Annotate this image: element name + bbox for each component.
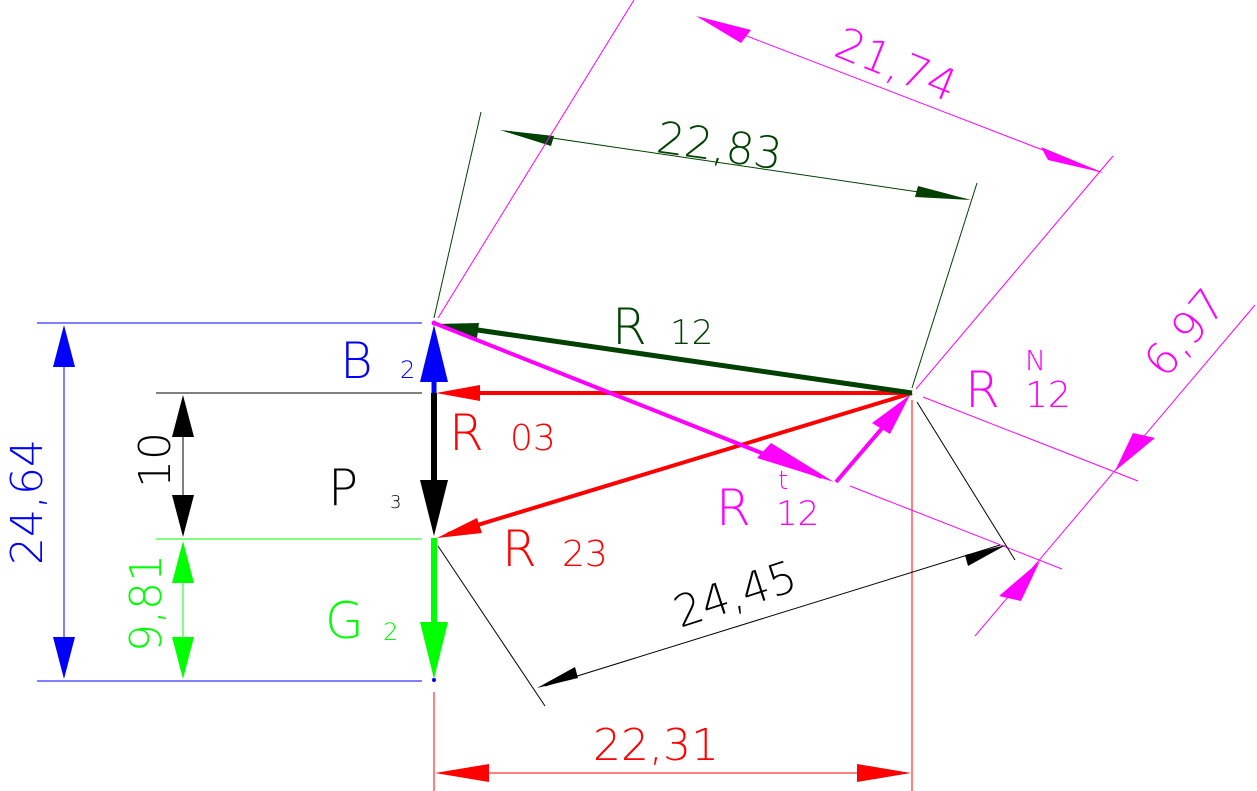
vector-r12t [433,321,834,482]
label-r12n: R N 12 [965,344,1071,419]
vector-b2 [420,325,448,393]
vector-r12n [834,395,910,484]
label-g2: G 2 [325,592,398,650]
svg-text:23: 23 [562,534,608,575]
svg-text:R: R [965,361,1000,419]
vector-r23 [437,391,913,538]
svg-text:R: R [502,520,537,578]
dim-g2: 9,81 [121,538,422,679]
dim-r12n: 21,74 [437,0,1114,390]
dim-label-r12t: 6,97 [1134,279,1236,387]
svg-text:12: 12 [776,494,819,534]
dim-p3: 10 [130,392,422,537]
dim-r12t: 6,97 [849,279,1256,637]
dim-label-r23: 24,45 [668,551,804,638]
svg-text:B: B [340,332,373,390]
label-r03: R 03 [449,404,556,462]
svg-text:03: 03 [510,418,556,459]
dim-label-r03: 22,31 [593,720,719,771]
svg-text:R: R [612,298,647,356]
svg-text:R: R [716,479,751,537]
dim-r03: 22,31 [433,400,913,791]
dim-label-total-vertical: 24,64 [2,439,53,565]
label-b2: B 2 [340,332,415,390]
svg-text:2: 2 [383,618,398,646]
label-p3: P 3 [328,459,401,517]
dim-label-p3: 10 [130,432,181,488]
vector-r03 [436,385,912,401]
dim-label-r12n: 21,74 [828,18,964,112]
svg-text:12: 12 [670,313,713,353]
dim-total-vertical: 24,64 [2,322,422,682]
dim-label-g2: 9,81 [121,554,172,652]
dim-label-r12: 22,83 [653,112,785,180]
vector-p3 [420,393,448,536]
label-r12: R 12 [612,298,713,356]
svg-text:t: t [778,466,788,496]
svg-text:3: 3 [390,492,401,513]
svg-text:R: R [449,404,484,462]
label-r12t: R t 12 [716,466,819,537]
svg-text:2: 2 [400,356,415,384]
svg-text:N: N [1025,344,1046,377]
node-a [431,320,437,326]
vector-g2 [420,538,448,682]
svg-text:P: P [328,459,358,517]
svg-text:G: G [325,592,364,650]
svg-text:12: 12 [1025,375,1071,416]
label-r23: R 23 [502,520,608,578]
